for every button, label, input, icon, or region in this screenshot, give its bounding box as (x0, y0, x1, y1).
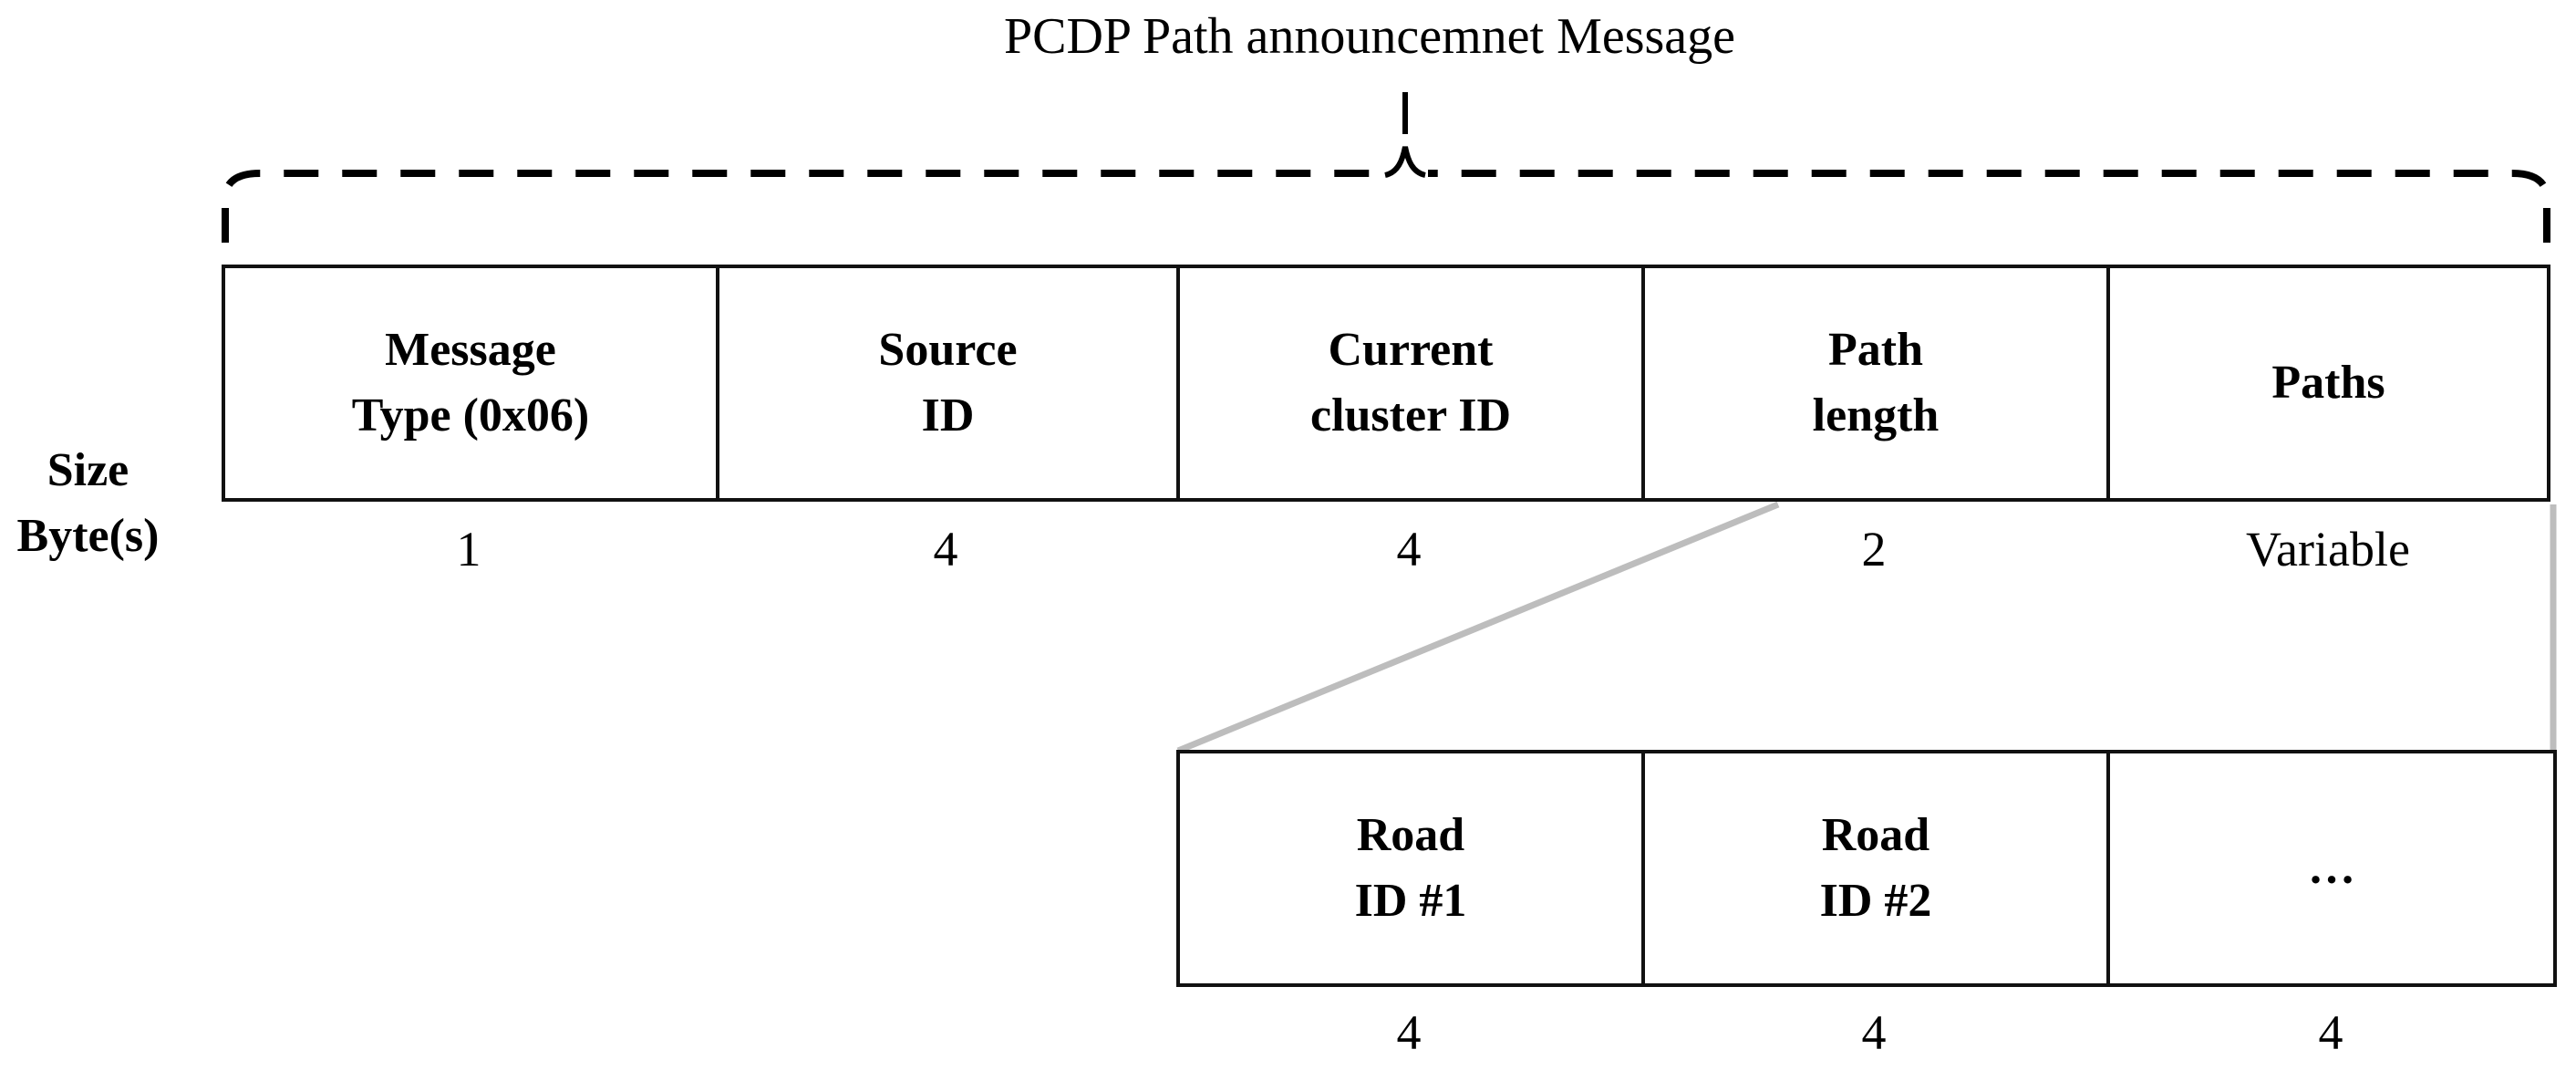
dashed-brace-left (222, 170, 1382, 243)
field-size-current-cluster-id: 4 (1396, 522, 1422, 577)
size-axis-label: Size Byte(s) (16, 444, 160, 562)
field-size-road-id-ellipsis: 4 (2318, 1005, 2343, 1060)
field-size-paths: Variable (2246, 522, 2410, 577)
field-cell-source-id: Source ID (878, 324, 1018, 442)
column-divider (1641, 268, 1645, 498)
field-size-road-id-1: 4 (1396, 1005, 1422, 1060)
field-cell-paths: Paths (2271, 357, 2385, 409)
field-cell-path-length: Path length (1812, 324, 1940, 442)
field-size-message-type: 1 (456, 522, 481, 577)
column-divider (1641, 753, 1645, 983)
field-cell-road-id-ellipsis: … (2308, 842, 2355, 894)
column-divider (1176, 268, 1180, 498)
column-divider (716, 268, 719, 498)
paths-table: Road ID #1 Road ID #2 … (1176, 750, 2557, 987)
column-divider (2106, 268, 2110, 498)
brace-caret (1384, 146, 1426, 178)
field-cell-road-id-2: Road ID #2 (1819, 809, 1932, 927)
figure-title: PCDP Path announcemnet Message (1003, 8, 1736, 65)
field-size-road-id-2: 4 (1861, 1005, 1887, 1060)
field-cell-current-cluster-id: Current cluster ID (1309, 324, 1511, 442)
dashed-brace-right (1428, 170, 2550, 243)
field-size-source-id: 4 (933, 522, 958, 577)
field-cell-message-type: Message Type (0x06) (351, 324, 590, 442)
message-table: Message Type (0x06) Source ID Current cl… (222, 265, 2550, 502)
field-cell-road-id-1: Road ID #1 (1354, 809, 1467, 927)
column-divider (2106, 753, 2110, 983)
field-size-path-length: 2 (1861, 522, 1887, 577)
